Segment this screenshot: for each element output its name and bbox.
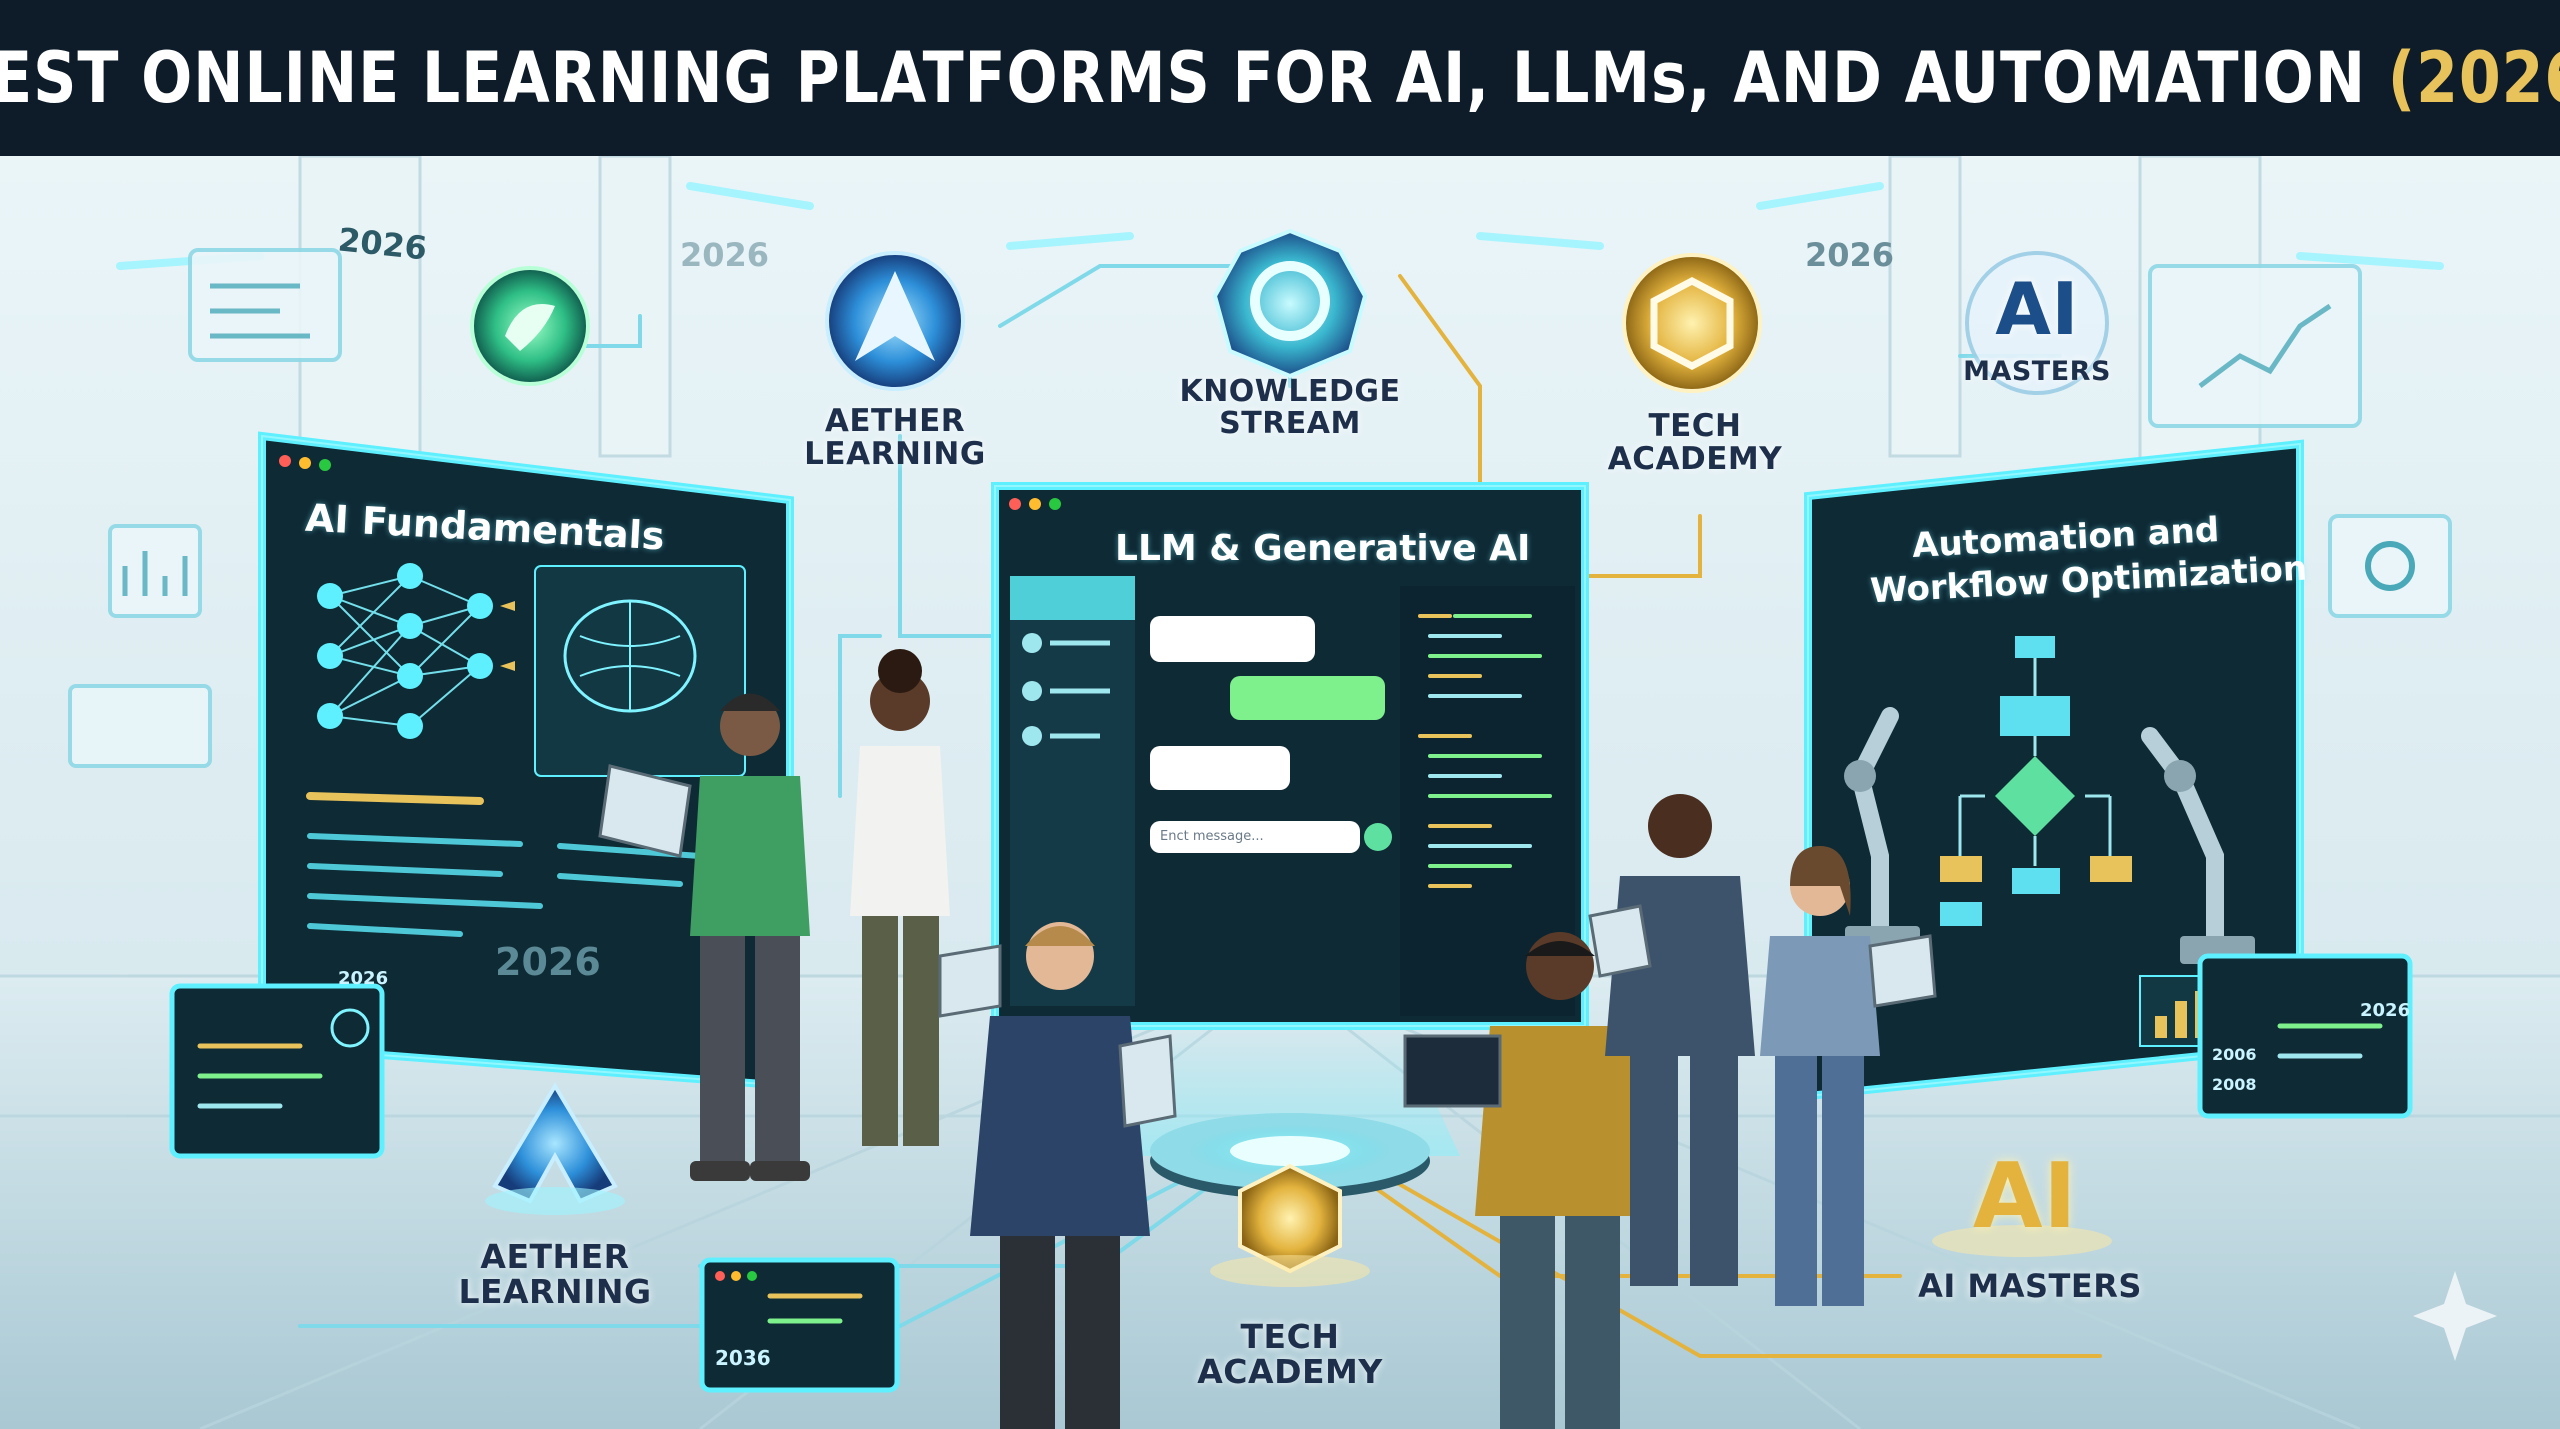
year-tag: 2008 xyxy=(2212,1075,2257,1094)
logo-knowledge-stream-icon xyxy=(1212,228,1368,379)
person-green-hoodie xyxy=(598,693,810,1181)
label-line: AETHER xyxy=(480,1237,630,1276)
label-line: ACADEMY xyxy=(1607,440,1783,477)
year-tag: 2026 xyxy=(338,968,389,989)
label-line: LEARNING xyxy=(458,1271,652,1311)
year-tag: 2026 xyxy=(1805,236,1895,274)
person-denim-jacket xyxy=(1760,846,1937,1306)
gear-icon xyxy=(2365,541,2415,591)
title-text: BEST ONLINE LEARNING PLATFORMS FOR AI, L… xyxy=(0,37,2366,119)
person-white-shirt xyxy=(850,649,1002,1146)
scene-artwork xyxy=(0,156,2560,1429)
label-line: AETHER xyxy=(824,403,966,439)
panel-title-llm: LLM & Generative AI xyxy=(1115,528,1531,569)
year-tag: 2026 xyxy=(680,236,770,274)
label-line: KNOWLEDGE xyxy=(1179,374,1401,409)
logo-aether-top-icon xyxy=(825,251,965,391)
label-ai-masters-bottom: AI MASTERS xyxy=(1890,1267,2170,1305)
logo-aether-bottom-icon xyxy=(485,1082,625,1215)
year-tag: 2036 xyxy=(715,1346,771,1370)
person-yellow-sweater xyxy=(1403,932,1645,1429)
person-blue-blazer xyxy=(970,922,1177,1429)
logo-text: AI xyxy=(1995,267,2079,351)
panel-ai-fundamentals xyxy=(258,431,794,1091)
label-line: STREAM xyxy=(1219,405,1361,441)
logo-ai-masters-bottom-text: AI xyxy=(1940,1144,2110,1249)
title-year: (2026) xyxy=(2387,37,2560,119)
label-line: MASTERS xyxy=(1963,356,2111,387)
hologram-pedestal xyxy=(1120,1026,1460,1199)
label-line: ACADEMY xyxy=(1197,1351,1383,1391)
logo-ai-masters-bottom-icon xyxy=(1932,1225,2112,1257)
page-title: BEST ONLINE LEARNING PLATFORMS FOR AI, L… xyxy=(0,37,2560,119)
label-line: AI MASTERS xyxy=(1918,1267,2142,1305)
year-tag: 2026 xyxy=(495,940,601,984)
sparkle-icon xyxy=(2413,1271,2497,1361)
logo-ai-masters-top-icon xyxy=(1965,251,2109,395)
logo-green-icon xyxy=(470,266,590,386)
year-tag: 2026 xyxy=(2360,1000,2411,1021)
label-line: LEARNING xyxy=(804,435,986,472)
year-tag: 2006 xyxy=(2212,1045,2257,1064)
logo-tech-academy-bottom-icon xyxy=(1210,1163,1370,1287)
logo-text: AI xyxy=(1972,1144,2078,1249)
logo-ai-masters-top-text: AI xyxy=(1967,267,2107,351)
person-gray-suit xyxy=(1588,794,1755,1286)
label-ai-masters-top: MASTERS xyxy=(1937,356,2137,387)
title-banner: BEST ONLINE LEARNING PLATFORMS FOR AI, L… xyxy=(0,0,2560,156)
logo-tech-academy-top-icon xyxy=(1622,253,1762,393)
label-line: TECH xyxy=(1648,408,1742,444)
chat-input-placeholder: Enct message... xyxy=(1160,829,1264,844)
label-line: TECH xyxy=(1240,1317,1340,1356)
